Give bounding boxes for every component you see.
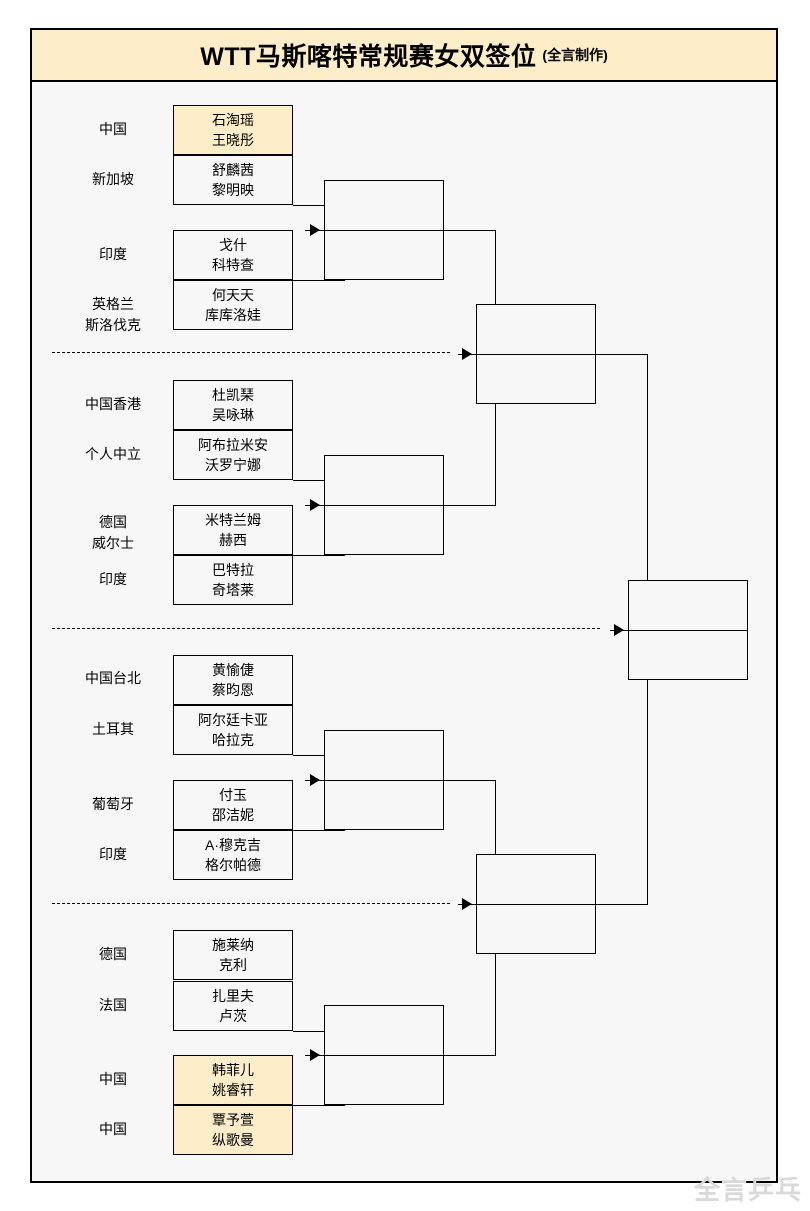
country-label: 葡萄牙 [92, 796, 134, 812]
country-label: 中国 [99, 121, 127, 137]
box-divider [325, 505, 443, 506]
country-label: 新加坡 [92, 171, 134, 187]
player-box[interactable]: A·穆克吉 格尔帕德 [173, 830, 293, 880]
section-divider [52, 903, 450, 904]
country-label: 德国 [99, 946, 127, 962]
country-label: 中国台北 [85, 670, 141, 686]
section-divider [52, 352, 450, 353]
box-divider [325, 1055, 443, 1056]
country-label: 英格兰 斯洛伐克 [85, 296, 141, 333]
country-label: 土耳其 [92, 721, 134, 737]
box-divider [629, 630, 747, 631]
player-box[interactable]: 巴特拉 奇塔莱 [173, 555, 293, 605]
advance-arrow-icon [310, 499, 320, 511]
page-title: WTT马斯喀特常规赛女双签位 [200, 43, 537, 71]
country-label: 个人中立 [85, 446, 141, 462]
advance-arrow-icon [310, 774, 320, 786]
box-divider [325, 780, 443, 781]
player-box[interactable]: 杜凯琹 吴咏琳 [173, 380, 293, 430]
connector-line [293, 830, 345, 831]
connector-line [293, 205, 345, 206]
round2-box[interactable] [324, 1005, 444, 1105]
player-box[interactable]: 付玉 邵洁妮 [173, 780, 293, 830]
round2-box[interactable] [324, 180, 444, 280]
player-box[interactable]: 韩菲儿 姚睿轩 [173, 1055, 293, 1105]
final-box[interactable] [628, 580, 748, 680]
connector-line [444, 1055, 496, 1056]
connector-line [293, 1105, 345, 1106]
player-box[interactable]: 黄愉倢 蔡昀恩 [173, 655, 293, 705]
player-box[interactable]: 石淘瑶 王晓彤 [173, 105, 293, 155]
section-divider [52, 628, 600, 629]
title-bar: WTT马斯喀特常规赛女双签位 (全言制作) [32, 30, 776, 82]
player-box[interactable]: 米特兰姆 赫西 [173, 505, 293, 555]
country-label: 法国 [99, 997, 127, 1013]
round2-box[interactable] [324, 730, 444, 830]
country-label: 中国 [99, 1121, 127, 1137]
connector-line [293, 555, 345, 556]
connector-line [293, 280, 345, 281]
connector-line [596, 904, 648, 905]
player-box[interactable]: 施莱纳 克利 [173, 930, 293, 980]
advance-arrow-icon [310, 1049, 320, 1061]
box-divider [477, 904, 595, 905]
page-subtitle: (全言制作) [542, 47, 608, 63]
connector-line [444, 230, 496, 231]
country-label: 中国 [99, 1071, 127, 1087]
box-divider [325, 230, 443, 231]
semifinal-box[interactable] [476, 304, 596, 404]
connector-line [444, 505, 496, 506]
connector-line [293, 1031, 345, 1032]
player-box[interactable]: 覃予萱 纵歌曼 [173, 1105, 293, 1155]
country-label: 印度 [99, 571, 127, 587]
connector-line [444, 780, 496, 781]
advance-arrow-icon [462, 348, 472, 360]
round2-box[interactable] [324, 455, 444, 555]
player-box[interactable]: 舒麟茜 黎明映 [173, 155, 293, 205]
player-box[interactable]: 何天天 库库洛娃 [173, 280, 293, 330]
box-divider [477, 354, 595, 355]
player-box[interactable]: 扎里夫 卢茨 [173, 981, 293, 1031]
player-box[interactable]: 阿布拉米安 沃罗宁娜 [173, 430, 293, 480]
country-label: 印度 [99, 246, 127, 262]
country-label: 德国 威尔士 [92, 514, 134, 551]
player-box[interactable]: 戈什 科特查 [173, 230, 293, 280]
connector-line [293, 480, 345, 481]
connector-line [596, 354, 648, 355]
country-label: 中国香港 [85, 396, 141, 412]
watermark: 全言乒乓 [693, 1175, 802, 1205]
connector-line [293, 755, 345, 756]
advance-arrow-icon [310, 224, 320, 236]
advance-arrow-icon [614, 624, 624, 636]
country-label: 印度 [99, 846, 127, 862]
advance-arrow-icon [462, 898, 472, 910]
semifinal-box[interactable] [476, 854, 596, 954]
player-box[interactable]: 阿尔廷卡亚 哈拉克 [173, 705, 293, 755]
